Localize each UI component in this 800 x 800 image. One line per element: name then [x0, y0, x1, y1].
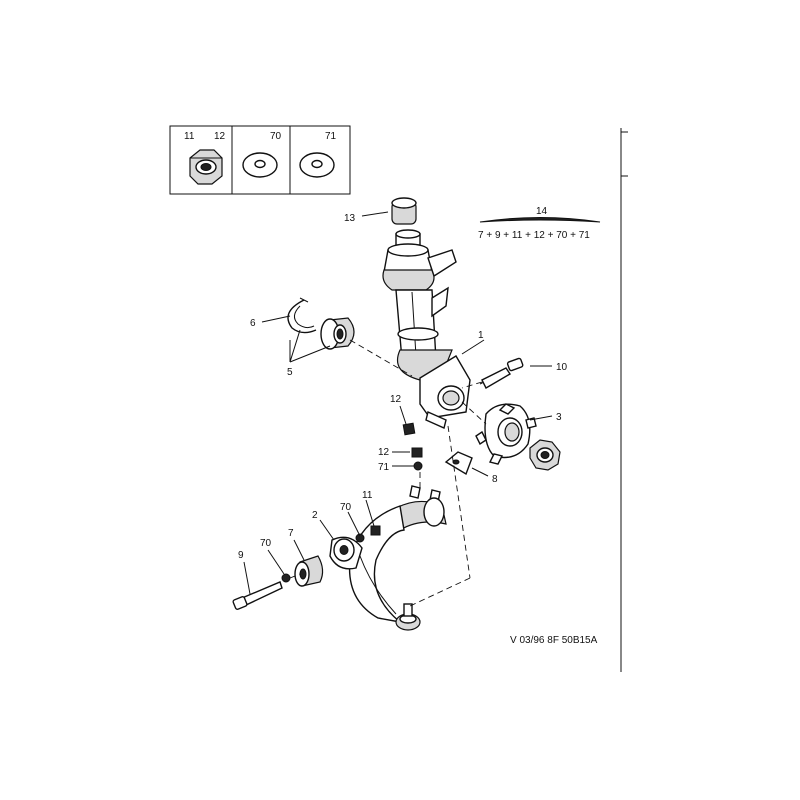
callout-71: 71 [378, 462, 390, 473]
pinch-bolt [479, 357, 524, 389]
callout-12-lower: 12 [378, 447, 390, 458]
leader-lines [243, 315, 553, 595]
kit-brace [479, 217, 601, 223]
nut-icon [189, 149, 223, 185]
page-margin-marks [620, 128, 628, 672]
callout-9: 9 [238, 550, 244, 561]
callout-11: 11 [362, 490, 373, 501]
wheel-bearing [320, 317, 355, 350]
square-nut-icon [370, 525, 381, 536]
hub-nut [529, 439, 561, 471]
washer-icon [281, 573, 291, 583]
callout-70-arm: 70 [340, 502, 352, 513]
callout-5: 5 [287, 367, 293, 378]
callout-10: 10 [556, 362, 568, 373]
square-nut-icon [411, 447, 423, 458]
reference-code: V 03/96 8F 50B15A [510, 635, 598, 646]
legend-label-71: 71 [325, 131, 337, 142]
steering-knuckle [382, 229, 471, 429]
shield-clip [444, 451, 473, 476]
kit-formula: 14 7 + 9 + 11 + 12 + 70 + 71 [478, 206, 601, 241]
callout-8: 8 [492, 474, 498, 485]
kit-formula-text: 7 + 9 + 11 + 12 + 70 + 71 [478, 230, 590, 241]
parts-box-frame [169, 125, 351, 195]
circlip [287, 297, 317, 334]
bump-stop [361, 197, 417, 225]
callout-1: 1 [478, 330, 484, 341]
callout-2: 2 [312, 510, 318, 521]
legend-label-12: 12 [214, 131, 226, 142]
arm-bush [294, 555, 324, 587]
parts-legend-box: 11 12 70 71 [169, 125, 351, 195]
washer-icon [413, 461, 423, 471]
callout-labels: 13 1 6 5 10 3 12 12 71 8 11 70 2 7 70 9 [238, 213, 568, 561]
kit-number: 14 [536, 206, 548, 217]
legend-label-11: 11 [184, 131, 195, 142]
washer-icon [299, 152, 335, 178]
legend-label-70: 70 [270, 131, 282, 142]
callout-13: 13 [344, 213, 356, 224]
callout-12-upper: 12 [390, 394, 402, 405]
callout-6: 6 [250, 318, 256, 329]
callout-3: 3 [556, 412, 562, 423]
assembly-lines [289, 339, 487, 607]
square-nut-icon [402, 422, 416, 436]
washer-icon [355, 533, 365, 543]
washer-icon [242, 152, 278, 178]
callout-70-bolt: 70 [260, 538, 272, 549]
arm-bolt [232, 581, 283, 610]
wheel-hub [475, 403, 537, 465]
callout-7: 7 [288, 528, 294, 539]
